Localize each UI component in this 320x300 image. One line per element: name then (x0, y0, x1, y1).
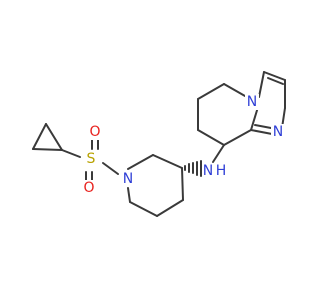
sulfur-label: S (87, 151, 96, 167)
imidazole-nitrogen-label: N (273, 124, 283, 140)
atom-label-oxygen-bottom: O (82, 180, 96, 196)
tetrahydropyridine-ring (197, 83, 259, 146)
cyclopropyl-group (32, 123, 63, 151)
atom-label-imidazole-n3: N (271, 124, 285, 140)
atom-label-piperidine-n: N (121, 171, 135, 187)
atom-label-amine-nh: N H (202, 163, 228, 179)
stereo-hash-bond (184, 160, 202, 177)
amine-nitrogen-label: N (203, 163, 213, 179)
sulfonyl-bonds (61, 139, 119, 182)
molecular-structure: S O O N N H N N (32, 71, 286, 217)
atom-label-sulfonyl-s: S (84, 151, 98, 167)
piperidine-nitrogen-label: N (123, 171, 133, 187)
oxygen-label-bottom: O (83, 180, 94, 196)
amine-hydrogen-label: H (216, 163, 227, 179)
oxygen-label-top: O (89, 124, 100, 140)
atom-label-bridgehead-n: N (245, 94, 259, 110)
amine-bonds (212, 144, 225, 163)
atom-label-oxygen-top: O (88, 124, 102, 140)
piperidine-ring (127, 154, 184, 217)
bridgehead-nitrogen-label: N (247, 94, 257, 110)
